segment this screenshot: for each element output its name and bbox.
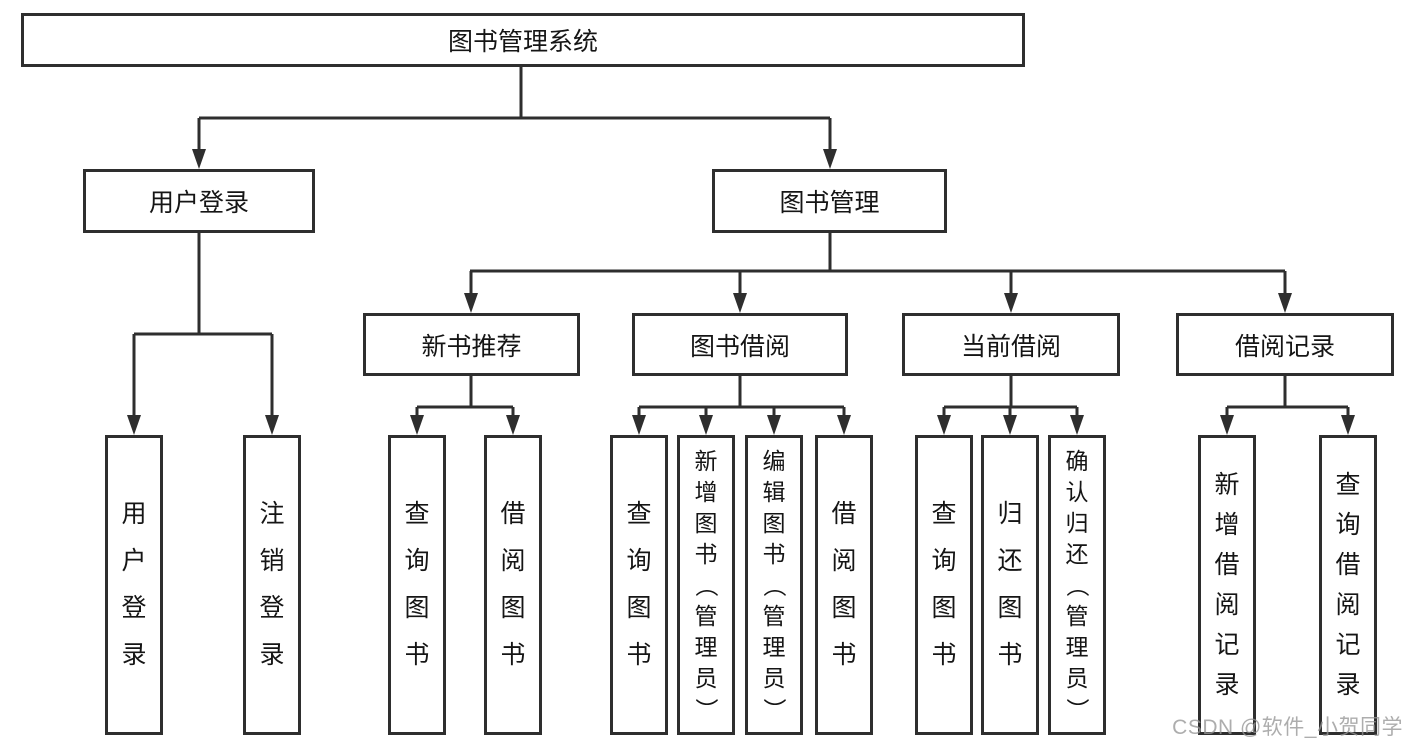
node-borrowing-records: 借阅记录 — [1176, 313, 1394, 376]
leaf-label: 编辑图书（管理员） — [761, 447, 788, 721]
node-label: 图书管理系统 — [447, 28, 598, 56]
leaf-records-add-borrow-record: 新增借阅记录 — [1198, 435, 1256, 735]
leaf-recommend-query-books: 查询图书 — [388, 435, 446, 735]
node-new-book-recommendation: 新书推荐 — [363, 313, 580, 376]
leaf-label: 用户登录 — [121, 500, 147, 669]
leaf-label: 新增图书（管理员） — [693, 447, 720, 721]
node-label: 图书借阅 — [689, 332, 790, 361]
leaf-logout: 注销登录 — [243, 435, 301, 735]
leaf-user-login: 用户登录 — [105, 435, 163, 735]
leaf-label: 注销登录 — [259, 500, 285, 669]
connector-root-to-level2 — [197, 67, 832, 152]
leaf-label: 借阅图书 — [831, 500, 857, 669]
node-book-borrowing: 图书借阅 — [632, 313, 848, 376]
leaf-label: 查询图书 — [626, 500, 652, 669]
connector-bookmgmt-to-level3 — [469, 233, 1287, 296]
leaf-label: 查询图书 — [931, 500, 957, 669]
arrow-down-icon — [192, 149, 206, 169]
leaf-recommend-borrow-books: 借阅图书 — [484, 435, 542, 735]
connector-recommend-to-leaves — [415, 376, 515, 418]
node-book-management: 图书管理 — [712, 169, 947, 233]
node-user-login: 用户登录 — [83, 169, 315, 233]
leaf-borrowing-query-books: 查询图书 — [610, 435, 668, 735]
node-label: 新书推荐 — [421, 332, 522, 361]
arrow-down-icon — [127, 415, 141, 435]
arrow-down-icon — [767, 415, 781, 435]
arrow-down-icon — [823, 149, 837, 169]
arrow-down-icon — [733, 293, 747, 313]
leaf-borrowing-borrow-books: 借阅图书 — [815, 435, 873, 735]
connector-current-to-leaves — [942, 376, 1079, 418]
node-label: 图书管理 — [779, 189, 880, 217]
connector-borrowing-to-leaves — [637, 376, 846, 418]
leaf-label: 查询图书 — [404, 500, 430, 669]
csdn-watermark: CSDN @软件_小贺同学 — [1172, 716, 1403, 739]
node-current-borrowing: 当前借阅 — [902, 313, 1120, 376]
connector-records-to-leaves — [1225, 376, 1350, 418]
arrow-down-icon — [410, 415, 424, 435]
leaf-label: 归还图书 — [997, 500, 1023, 669]
leaf-label: 新增借阅记录 — [1214, 471, 1240, 699]
arrow-down-icon — [464, 293, 478, 313]
leaf-label: 确认归还（管理员） — [1064, 447, 1091, 721]
arrow-down-icon — [699, 415, 713, 435]
connector-userlogin-to-leaves — [132, 233, 274, 418]
node-label: 当前借阅 — [960, 332, 1061, 361]
arrow-down-icon — [1004, 293, 1018, 313]
arrow-down-icon — [632, 415, 646, 435]
leaf-borrowing-add-books-admin: 新增图书（管理员） — [677, 435, 735, 735]
leaf-label: 查询借阅记录 — [1335, 471, 1361, 699]
arrow-down-icon — [1220, 415, 1234, 435]
leaf-records-query-borrow-record: 查询借阅记录 — [1319, 435, 1377, 735]
arrow-down-icon — [1341, 415, 1355, 435]
node-library-management-system: 图书管理系统 — [21, 13, 1025, 67]
leaf-current-return-books: 归还图书 — [981, 435, 1039, 735]
arrow-down-icon — [1003, 415, 1017, 435]
leaf-current-query-books: 查询图书 — [915, 435, 973, 735]
arrow-down-icon — [1278, 293, 1292, 313]
arrow-down-icon — [506, 415, 520, 435]
leaf-current-confirm-return-admin: 确认归还（管理员） — [1048, 435, 1106, 735]
arrow-down-icon — [1070, 415, 1084, 435]
node-label: 用户登录 — [148, 189, 249, 217]
node-label: 借阅记录 — [1234, 332, 1335, 361]
leaf-label: 借阅图书 — [500, 500, 526, 669]
leaf-borrowing-edit-books-admin: 编辑图书（管理员） — [745, 435, 803, 735]
arrow-down-icon — [265, 415, 279, 435]
arrow-down-icon — [837, 415, 851, 435]
arrow-down-icon — [937, 415, 951, 435]
